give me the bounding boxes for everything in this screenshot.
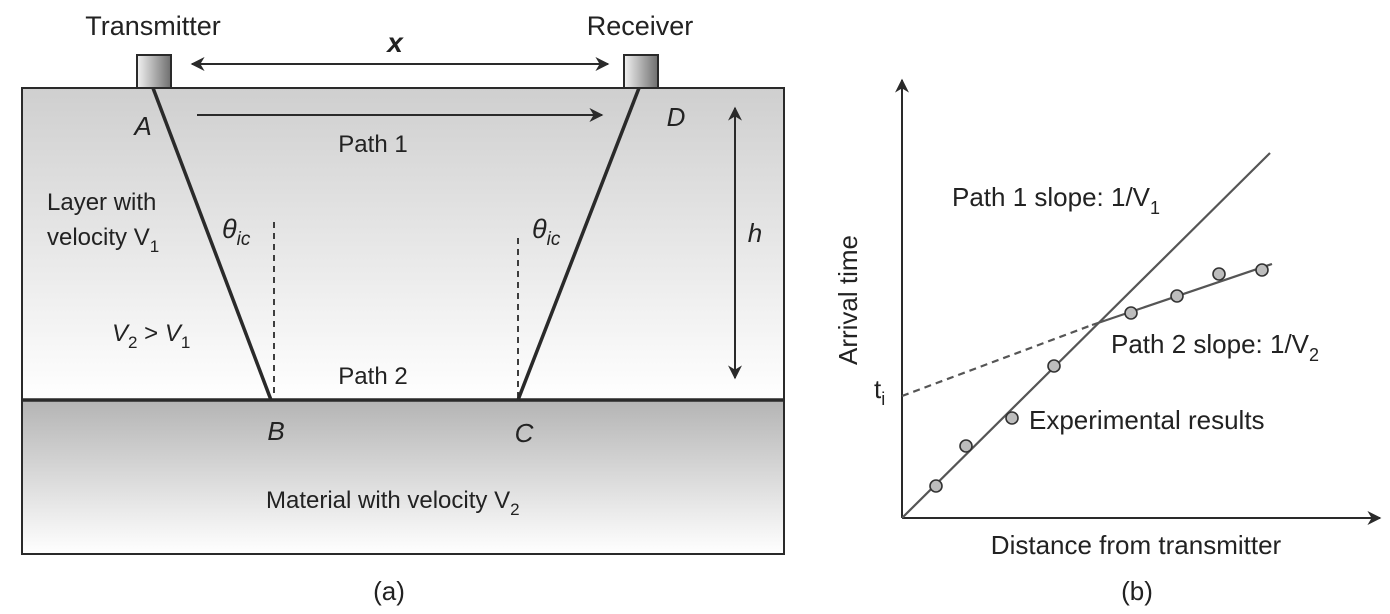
experimental-results-label: Experimental results <box>1029 405 1265 435</box>
experimental-point <box>1047 359 1061 373</box>
path2-label: Path 2 <box>338 363 407 390</box>
path1-line <box>901 152 1271 519</box>
path2-slope-label: Path 2 slope: 1/V2 <box>1111 329 1319 365</box>
receiver-box <box>623 54 659 89</box>
layer-label-line1: Layer with <box>47 189 156 216</box>
path2-extrapolation <box>901 323 1093 398</box>
material-label: Material with velocity V2 <box>266 487 520 519</box>
panel-a-caption: (a) <box>373 576 405 606</box>
ray-a-to-b <box>151 87 273 401</box>
transmitter-label: Transmitter <box>85 11 221 41</box>
experimental-point <box>1212 267 1226 281</box>
experimental-point <box>1255 263 1269 277</box>
panel-a: Transmitter Receiver x Path 1 A B C D θi… <box>21 11 785 606</box>
y-axis-label: Arrival time <box>833 235 863 365</box>
panel-b-caption: (b) <box>1121 576 1153 606</box>
experimental-point <box>929 479 943 493</box>
point-d-label: D <box>667 102 686 132</box>
angle-left-label: θic <box>222 214 251 250</box>
panel-a-frame <box>21 87 785 555</box>
experimental-point <box>1170 289 1184 303</box>
point-c-label: C <box>515 418 534 448</box>
path1-label: Path 1 <box>338 131 407 158</box>
layer-label-line2: velocity V1 <box>47 224 159 256</box>
intercept-label: ti <box>874 374 885 409</box>
receiver-label: Receiver <box>587 11 694 41</box>
experimental-point <box>959 439 973 453</box>
distance-label: x <box>385 27 404 58</box>
ray-c-to-d <box>516 87 641 401</box>
upper-layer <box>22 88 784 400</box>
point-a-label: A <box>132 111 151 141</box>
transmitter-box <box>136 54 172 89</box>
experimental-point <box>1124 306 1138 320</box>
path1-slope-label: Path 1 slope: 1/V1 <box>952 182 1160 218</box>
panel-b: Arrival time Distance from transmitter t… <box>833 78 1382 606</box>
lower-layer <box>22 400 784 554</box>
angle-right-label: θic <box>532 214 561 250</box>
velocity-relation: V2 > V1 <box>112 320 190 352</box>
x-axis-label: Distance from transmitter <box>991 530 1282 560</box>
point-b-label: B <box>267 416 284 446</box>
depth-label: h <box>748 218 762 248</box>
experimental-point <box>1005 411 1019 425</box>
